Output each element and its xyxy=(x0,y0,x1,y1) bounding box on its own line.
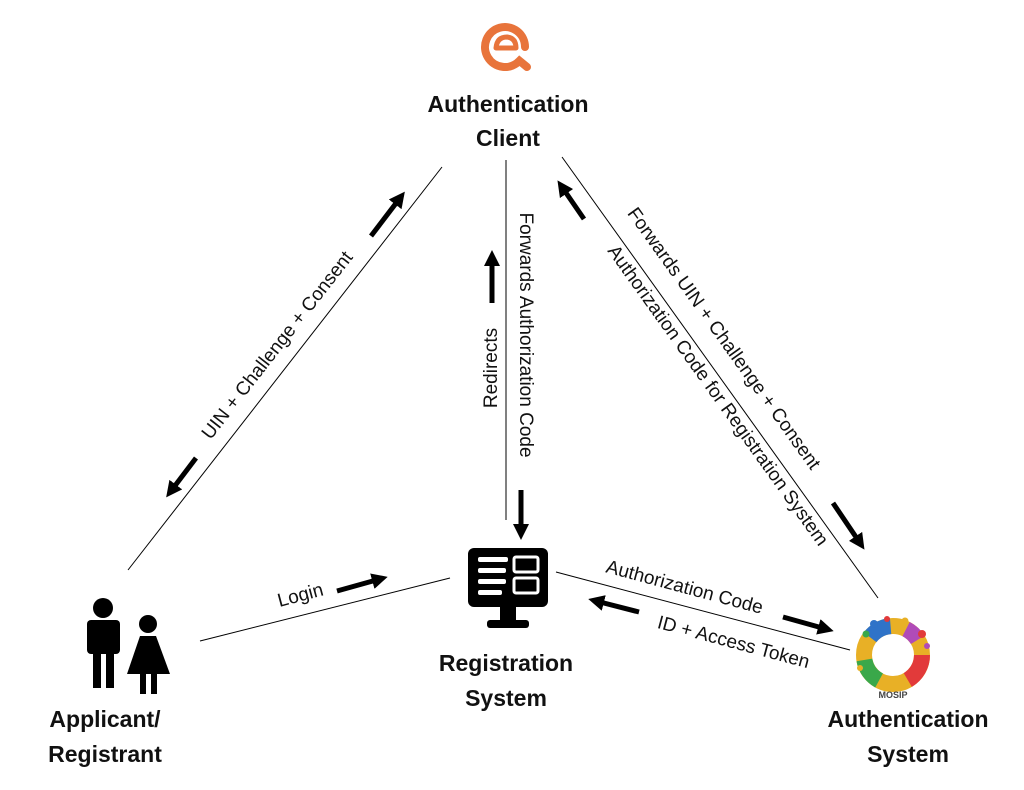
people-icon xyxy=(87,598,170,694)
registration-system-title-line1: Registration xyxy=(439,650,573,676)
edge-label-forwards-authorization-code: Forwards Authorization Code xyxy=(515,212,536,457)
authentication-system-title-line2: System xyxy=(867,741,949,767)
mosip-logo-text: MOSIP xyxy=(878,690,907,700)
connector-lines xyxy=(127,156,879,651)
arrow-login xyxy=(336,573,388,594)
flow-arrows xyxy=(166,180,865,635)
arrow-auth-code-to-client xyxy=(557,180,587,221)
line-applicant-client xyxy=(127,166,443,571)
edge-label-login: Login xyxy=(275,580,325,612)
authentication-client-title-line2: Client xyxy=(476,125,540,151)
mosip-logo-icon: MOSIP xyxy=(856,616,930,700)
computer-monitor-icon xyxy=(468,548,548,628)
edge-label-redirects: Redirects xyxy=(481,328,502,408)
arrow-id-access-token xyxy=(588,595,640,615)
line-client-authsystem xyxy=(561,156,879,599)
edge-label-authorization-code-for-registration-system: Authorization Code for Registration Syst… xyxy=(603,242,832,550)
line-registration-authsystem xyxy=(555,571,851,651)
arrow-uin-to-applicant xyxy=(166,456,198,498)
authentication-client-title-line1: Authentication xyxy=(428,91,589,117)
registration-system-title-line2: System xyxy=(465,685,547,711)
letter-e-logo-icon xyxy=(481,23,531,71)
line-applicant-registration xyxy=(199,577,451,642)
arrow-authorization-code xyxy=(782,614,834,635)
applicant-title-line1: Applicant/ xyxy=(49,706,161,732)
authentication-system-title-line1: Authentication xyxy=(828,706,989,732)
edge-label-uin-challenge-consent: UIN + Challenge + Consent xyxy=(198,247,358,444)
edge-label-id-access-token: ID + Access Token xyxy=(655,612,812,673)
arrow-forwards-uin-to-authsystem xyxy=(830,501,865,550)
applicant-title-line2: Registrant xyxy=(48,741,162,767)
arrow-uin-to-client xyxy=(369,191,405,238)
edge-label-forwards-uin-challenge-consent: Forwards UIN + Challenge + Consent xyxy=(623,204,825,474)
